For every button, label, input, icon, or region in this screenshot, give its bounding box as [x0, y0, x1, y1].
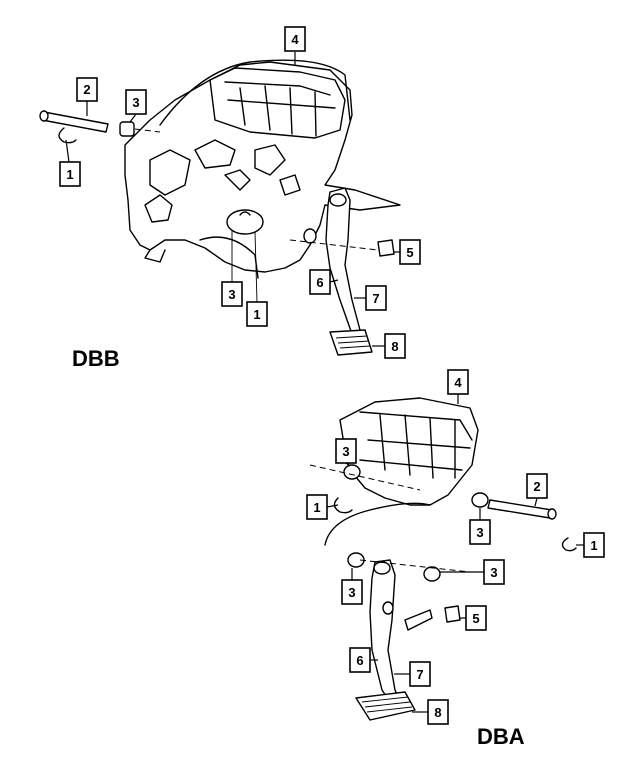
callout-label: 2 — [83, 82, 90, 97]
callout-label: 3 — [348, 585, 355, 600]
callout-box — [447, 369, 469, 395]
callout-box — [76, 77, 98, 102]
callout-label: 1 — [253, 307, 260, 322]
bottom-bracket-body — [339, 397, 479, 506]
callout-box — [349, 647, 371, 673]
callout-box — [125, 89, 147, 115]
callout-label: 8 — [391, 339, 398, 354]
callout-box — [246, 301, 268, 327]
callout-label: 8 — [434, 705, 441, 720]
callout-box — [583, 532, 605, 558]
callout-box — [59, 161, 81, 187]
callout-box — [335, 438, 357, 464]
callout-box — [341, 579, 363, 605]
callout-box — [309, 269, 331, 295]
callouts-bottom: 4 3 2 1 3 1 3 3 5 6 7 8 — [306, 369, 605, 725]
callout-box — [427, 699, 449, 725]
variant-label-dbb: DBB — [72, 346, 120, 371]
callout-label: 7 — [372, 291, 379, 306]
bottom-assembly-dba — [309, 397, 577, 721]
callout-label: 1 — [313, 500, 320, 515]
callout-label: 5 — [406, 245, 413, 260]
callout-box — [221, 281, 243, 307]
callout-label: 6 — [356, 653, 363, 668]
callout-label: 3 — [228, 287, 235, 302]
callout-box — [526, 473, 548, 499]
top-bracket-body — [124, 61, 401, 273]
callouts-top: 4 2 3 1 5 6 7 3 1 8 — [59, 26, 421, 359]
callout-label: 3 — [476, 525, 483, 540]
bottom-pedal-arm — [369, 559, 403, 709]
callout-box — [399, 239, 421, 265]
callout-label: 3 — [490, 565, 497, 580]
variant-label-dba: DBA — [477, 724, 525, 749]
callout-box — [365, 285, 387, 311]
callout-box — [384, 333, 406, 359]
callout-box — [483, 559, 505, 585]
callout-box — [306, 494, 328, 520]
callout-box — [465, 605, 487, 631]
callout-box — [469, 519, 491, 545]
callout-label: 2 — [533, 479, 540, 494]
callout-label: 1 — [590, 538, 597, 553]
callout-label: 7 — [416, 667, 423, 682]
callout-box — [409, 661, 431, 687]
callout-label: 4 — [291, 32, 299, 47]
callout-label: 3 — [132, 95, 139, 110]
callout-label: 4 — [454, 375, 462, 390]
callout-label: 5 — [472, 611, 479, 626]
callout-label: 6 — [316, 275, 323, 290]
callout-label: 3 — [342, 444, 349, 459]
callout-box — [284, 26, 306, 52]
callout-label: 1 — [66, 167, 73, 182]
top-assembly-dbb — [39, 59, 401, 356]
